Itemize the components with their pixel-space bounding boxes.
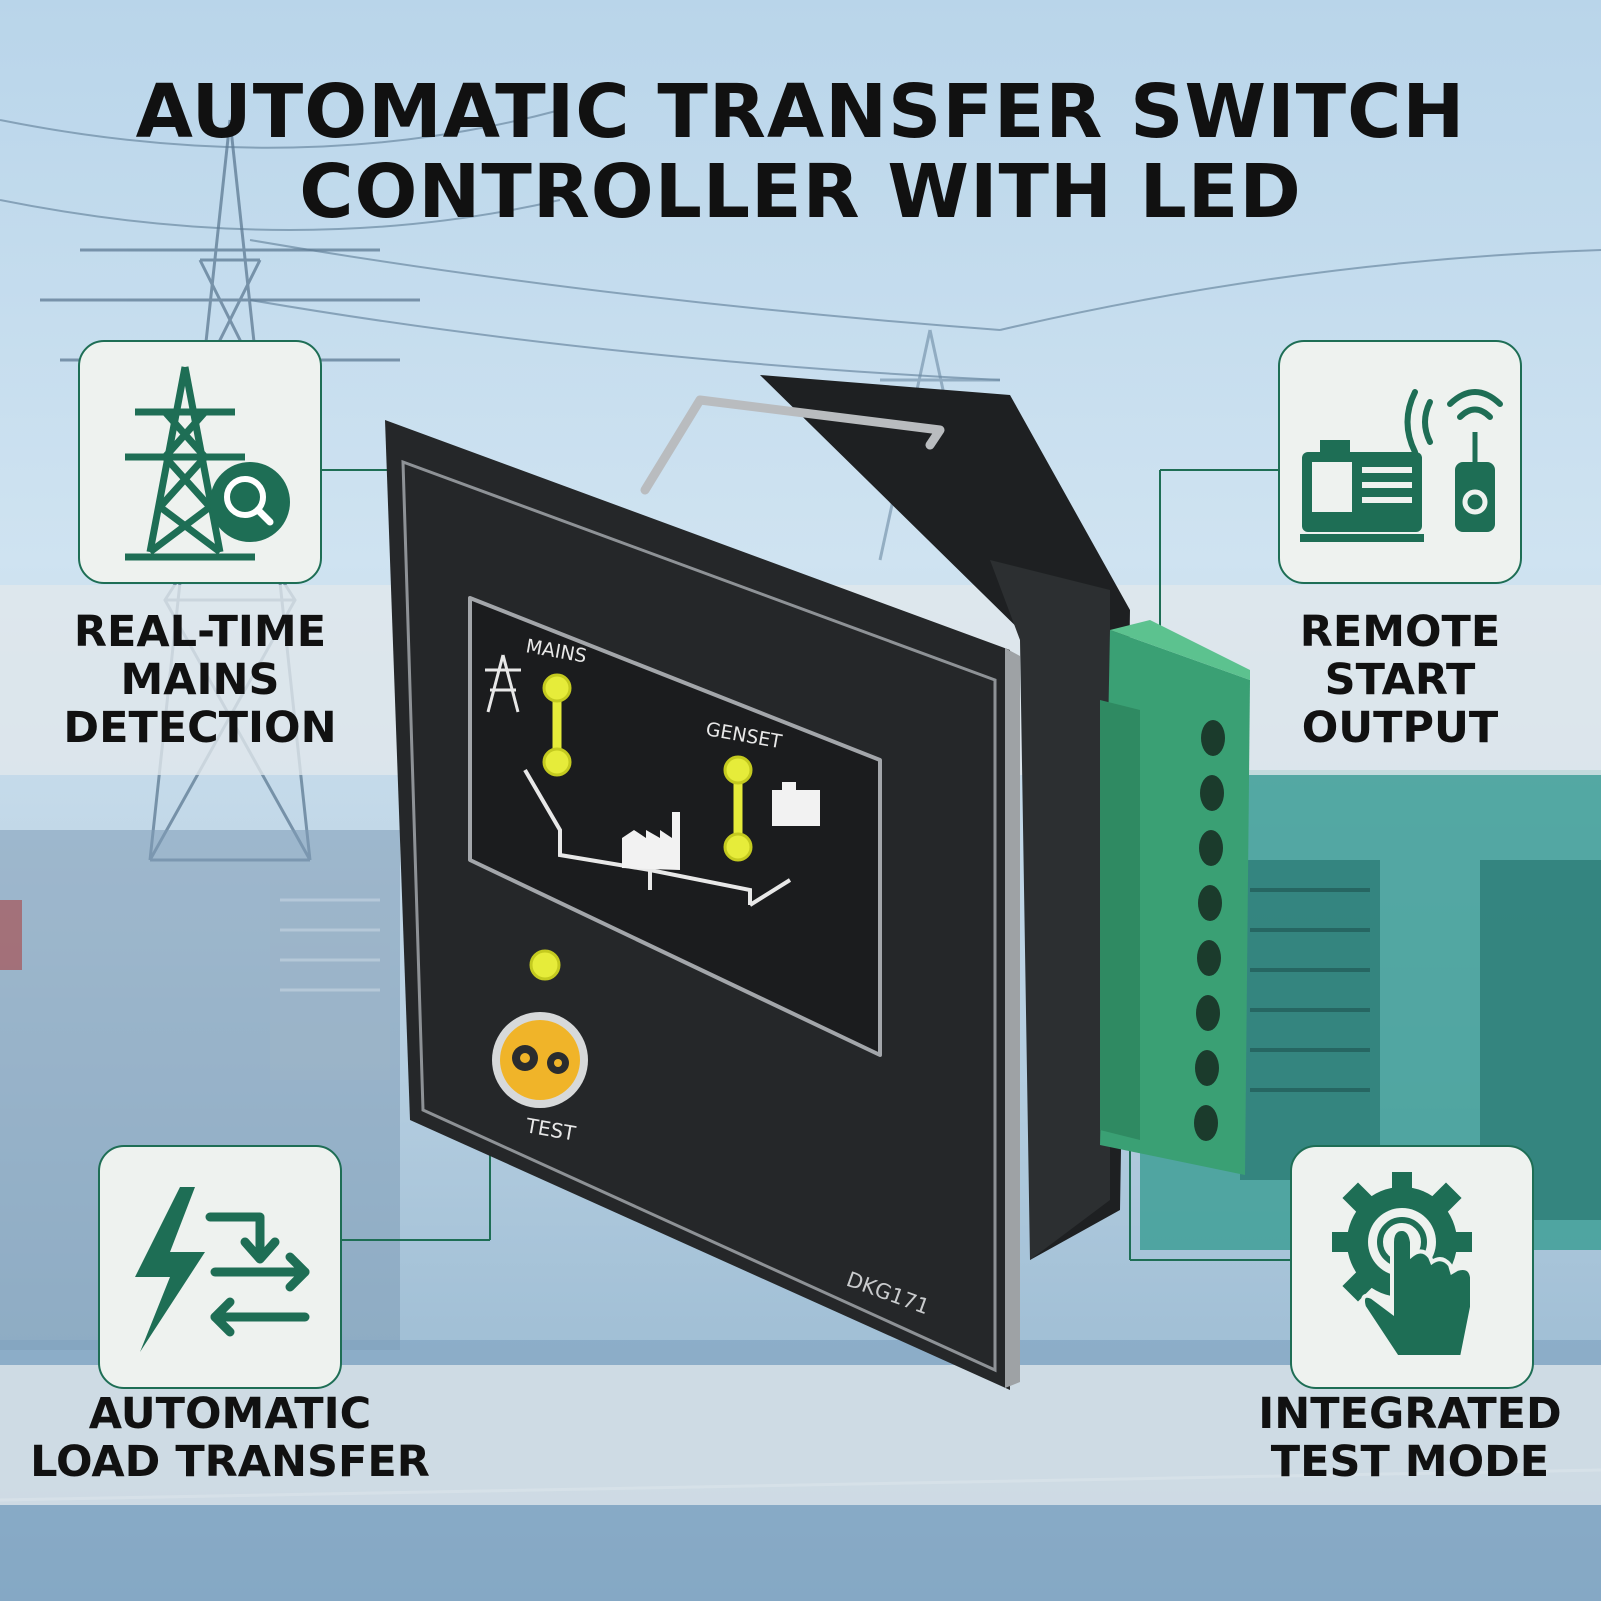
generator-remote-icon (1300, 389, 1503, 542)
feature-label-line: AUTOMATIC (88, 1389, 372, 1439)
genset-led-upper (723, 755, 753, 785)
factory-icon (622, 812, 680, 870)
feature-label-line: REAL-TIME (73, 607, 327, 657)
feature-card-remote-start (1278, 340, 1522, 584)
feature-card-load-transfer (98, 1145, 342, 1389)
feature-label-load-transfer: AUTOMATIC LOAD TRANSFER (30, 1390, 430, 1486)
feature-label-remote-start: REMOTE START OUTPUT (1240, 608, 1560, 752)
feature-label-line: START (1324, 655, 1476, 705)
feature-label-line: OUTPUT (1301, 703, 1499, 753)
feature-label-test-mode: INTEGRATED TEST MODE (1230, 1390, 1590, 1486)
gear-touch-icon (1332, 1172, 1474, 1359)
feature-label-line: REMOTE (1299, 607, 1501, 657)
genset-led-lower (723, 832, 753, 862)
test-button[interactable] (492, 1012, 588, 1108)
feature-label-line: MAINS (120, 655, 280, 705)
title-line-2: CONTROLLER WITH LED (299, 149, 1302, 235)
tower-search-icon (125, 366, 290, 561)
lightning-transfer-icon (135, 1187, 310, 1352)
feature-label-line: LOAD TRANSFER (30, 1437, 430, 1487)
terminal-block (1100, 620, 1250, 1175)
generator-icon (772, 782, 820, 826)
feature-card-test-mode (1290, 1145, 1534, 1389)
test-led (529, 949, 561, 981)
feature-card-mains-detection (78, 340, 322, 584)
mains-led-lower (542, 747, 572, 777)
mounting-clip (640, 395, 945, 495)
mains-tower-icon (485, 654, 521, 713)
feature-label-line: INTEGRATED (1258, 1389, 1562, 1439)
title-line-1: AUTOMATIC TRANSFER SWITCH (135, 69, 1466, 155)
feature-label-line: DETECTION (63, 703, 337, 753)
feature-label-mains-detection: REAL-TIME MAINS DETECTION (40, 608, 360, 752)
feature-label-line: TEST MODE (1270, 1437, 1550, 1487)
mains-led-upper (542, 673, 572, 703)
